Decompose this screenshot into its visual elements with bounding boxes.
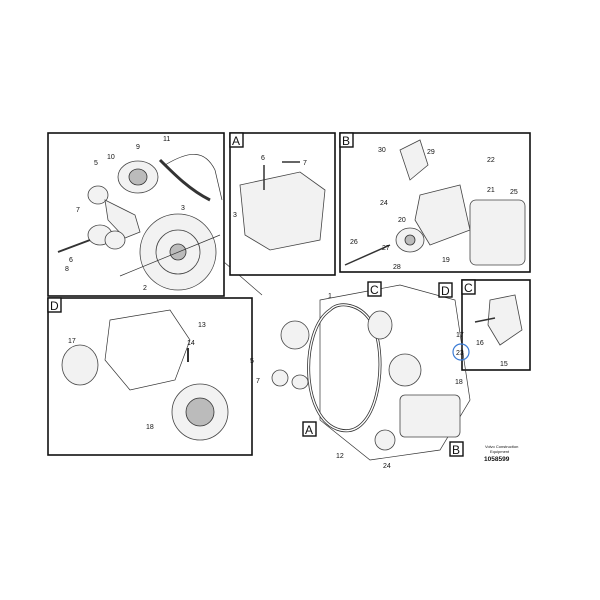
detail-crank-pulley: 9 10 11 5 7 3 6 8 2 (47, 132, 225, 297)
callout: 10 (107, 154, 115, 161)
callout: 5 (94, 160, 98, 167)
callout-number: 28 (393, 264, 401, 271)
alternator-17 (61, 344, 99, 386)
callout-number: 12 (336, 453, 344, 460)
callout-number: 13 (198, 322, 206, 329)
highlight-ring-23 (452, 343, 470, 361)
callout: 9 (136, 144, 140, 151)
callout-number: Equipment (490, 449, 510, 454)
callout-number: C (464, 281, 473, 295)
compressor (399, 394, 461, 438)
footer-credit: Volvo Construction Equipment 1058599 (484, 444, 518, 463)
bracket-20 (414, 184, 471, 246)
callout: 6 (69, 257, 73, 264)
highlighted-callout[interactable]: 23 (456, 350, 464, 357)
pulley-24 (374, 429, 396, 451)
callout: 3 (181, 205, 185, 212)
detail-c: C 16 15 (461, 279, 531, 371)
idler-5 (87, 185, 109, 205)
callout-number: 3 (233, 212, 237, 219)
bracket-3 (239, 171, 326, 251)
callout: 2 (143, 285, 147, 292)
callout-number: 14 (187, 340, 195, 347)
bracket (104, 199, 141, 239)
compressor-25 (469, 199, 526, 266)
callout-number: 17 (68, 338, 76, 345)
callout-number: 15 (500, 361, 508, 368)
view-tag-d (438, 282, 453, 298)
callout-number: B (452, 443, 460, 457)
main-engine-view: C D A B 1 5 7 17 23 18 12 24 (250, 281, 471, 470)
callout-number: 17 (456, 332, 464, 339)
callout-number: 18 (146, 424, 154, 431)
callout-number: 7 (256, 378, 260, 385)
tensioner-29 (399, 139, 429, 181)
view-tag-a (302, 421, 317, 437)
pulley-5 (280, 320, 310, 350)
callout-number: 24 (380, 200, 388, 207)
callout-number: 5 (250, 358, 254, 365)
tensioner-15 (487, 294, 523, 346)
callout: 11 (163, 136, 170, 143)
tensioner-7 (271, 369, 289, 387)
callout-number: 24 (383, 463, 391, 470)
callout-number: 6 (261, 155, 265, 162)
detail-a: A 6 7 3 (229, 132, 336, 276)
view-tag-c (367, 281, 382, 297)
part-number: 1058599 (484, 456, 510, 463)
callout-number: 30 (378, 147, 386, 154)
alternator (388, 353, 422, 387)
engine-outline (104, 309, 191, 391)
callout-number: 18 (455, 379, 463, 386)
callout-number: B (342, 134, 350, 148)
callout-number: 16 (476, 340, 484, 347)
detail-d: D 13 17 14 18 (47, 297, 253, 456)
callout-number: 25 (510, 189, 518, 196)
callout-number: Volvo Construction (485, 444, 518, 449)
engine-outline (164, 153, 223, 201)
view-tag-d (47, 297, 62, 313)
callout-number: 26 (350, 239, 358, 246)
callout-number: 21 (487, 187, 495, 194)
callout-number: A (305, 423, 313, 437)
view-tag-a (229, 132, 244, 148)
callout-number: C (370, 283, 379, 297)
callout-number: 7 (303, 160, 307, 167)
detail-b: B 30 29 22 21 25 24 20 26 27 28 19 (339, 132, 531, 273)
view-tag-c (461, 279, 476, 295)
callout-number: A (232, 134, 240, 148)
callout-number: 29 (427, 149, 435, 156)
callout-number: 27 (382, 245, 390, 252)
callout-number: 19 (442, 257, 450, 264)
callout-number: D (441, 284, 450, 298)
callout: 7 (76, 207, 80, 214)
view-tag-b (339, 132, 354, 148)
callout-number: 20 (398, 217, 406, 224)
callout-number: 22 (487, 157, 495, 164)
callout-number: D (50, 299, 59, 313)
tensioner (367, 310, 393, 340)
callout-number: 1 (328, 293, 332, 300)
callout: 8 (65, 266, 69, 273)
view-tag-b (449, 441, 464, 457)
